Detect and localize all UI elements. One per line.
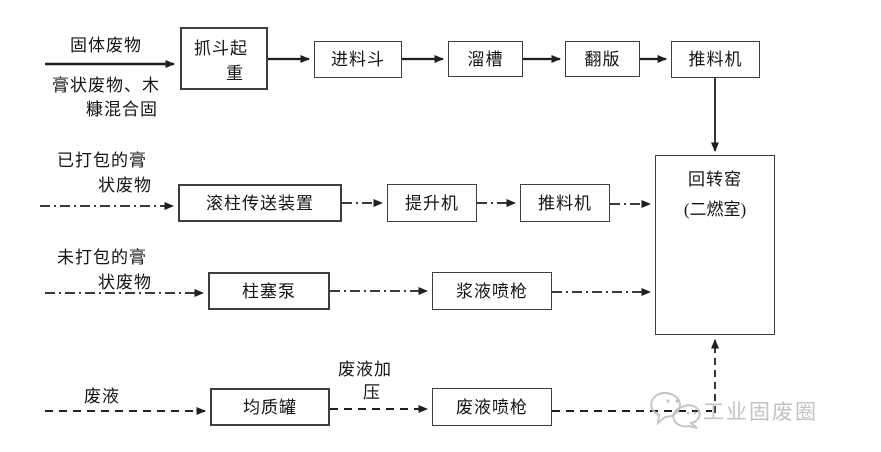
node-plunger-pump-label: 柱塞泵 xyxy=(242,281,296,301)
node-roller-conveyor-label: 滚柱传送装置 xyxy=(206,193,314,213)
node-homogenizer-tank: 均质罐 xyxy=(210,388,330,426)
node-plunger-pump: 柱塞泵 xyxy=(208,272,330,310)
node-elevator-label: 提升机 xyxy=(405,193,459,213)
label-liquid-pressurize-line1: 废液加 xyxy=(338,360,392,379)
node-slurry-gun-label: 浆液喷枪 xyxy=(456,281,528,301)
label-solid-waste: 固体废物 xyxy=(70,36,142,55)
node-rotary-kiln-line1: 回转窑 xyxy=(688,170,742,189)
node-pusher-mid: 推料机 xyxy=(520,184,610,222)
watermark-text: 工业固废圈 xyxy=(703,401,818,424)
label-paste-wood-mix-line2: 糠混合固 xyxy=(86,100,158,119)
node-rotary-kiln-line2: (二燃室) xyxy=(683,200,747,219)
label-packed-paste-line2: 状废物 xyxy=(98,176,152,195)
node-chute: 溜槽 xyxy=(448,41,523,77)
node-waste-liquid-gun-label: 废液喷枪 xyxy=(456,397,528,417)
wechat-icon xyxy=(650,392,701,429)
node-pusher-top-label: 推料机 xyxy=(688,50,743,69)
label-paste-wood-mix-line1: 膏状废物、木 xyxy=(52,76,160,95)
label-packed-paste-line1: 已打包的膏 xyxy=(57,151,147,170)
node-feed-hopper: 进料斗 xyxy=(314,41,402,78)
node-flip-plate: 翻版 xyxy=(565,41,640,77)
node-roller-conveyor: 滚柱传送装置 xyxy=(178,184,342,222)
node-grab-crane-line2: 重 xyxy=(226,64,244,83)
node-homogenizer-tank-label: 均质罐 xyxy=(243,397,297,417)
label-liquid-pressurize-line2: 压 xyxy=(363,383,381,402)
node-chute-label: 溜槽 xyxy=(467,49,504,69)
label-unpacked-paste-line2: 状废物 xyxy=(98,273,152,292)
node-pusher-top: 推料机 xyxy=(671,41,760,78)
label-unpacked-paste-line1: 未打包的膏 xyxy=(57,248,147,267)
node-slurry-gun: 浆液喷枪 xyxy=(432,272,552,310)
node-grab-crane-line1: 抓斗起 xyxy=(194,39,248,58)
node-pusher-mid-label: 推料机 xyxy=(538,193,592,213)
node-grab-crane: 抓斗起 重 xyxy=(180,27,268,90)
node-waste-liquid-gun: 废液喷枪 xyxy=(432,388,552,426)
node-feed-hopper-label: 进料斗 xyxy=(331,50,385,69)
label-waste-liquid: 废液 xyxy=(84,387,120,406)
node-rotary-kiln: 回转窑 (二燃室) xyxy=(655,155,775,335)
node-elevator: 提升机 xyxy=(387,184,477,222)
node-flip-plate-label: 翻版 xyxy=(584,49,621,69)
